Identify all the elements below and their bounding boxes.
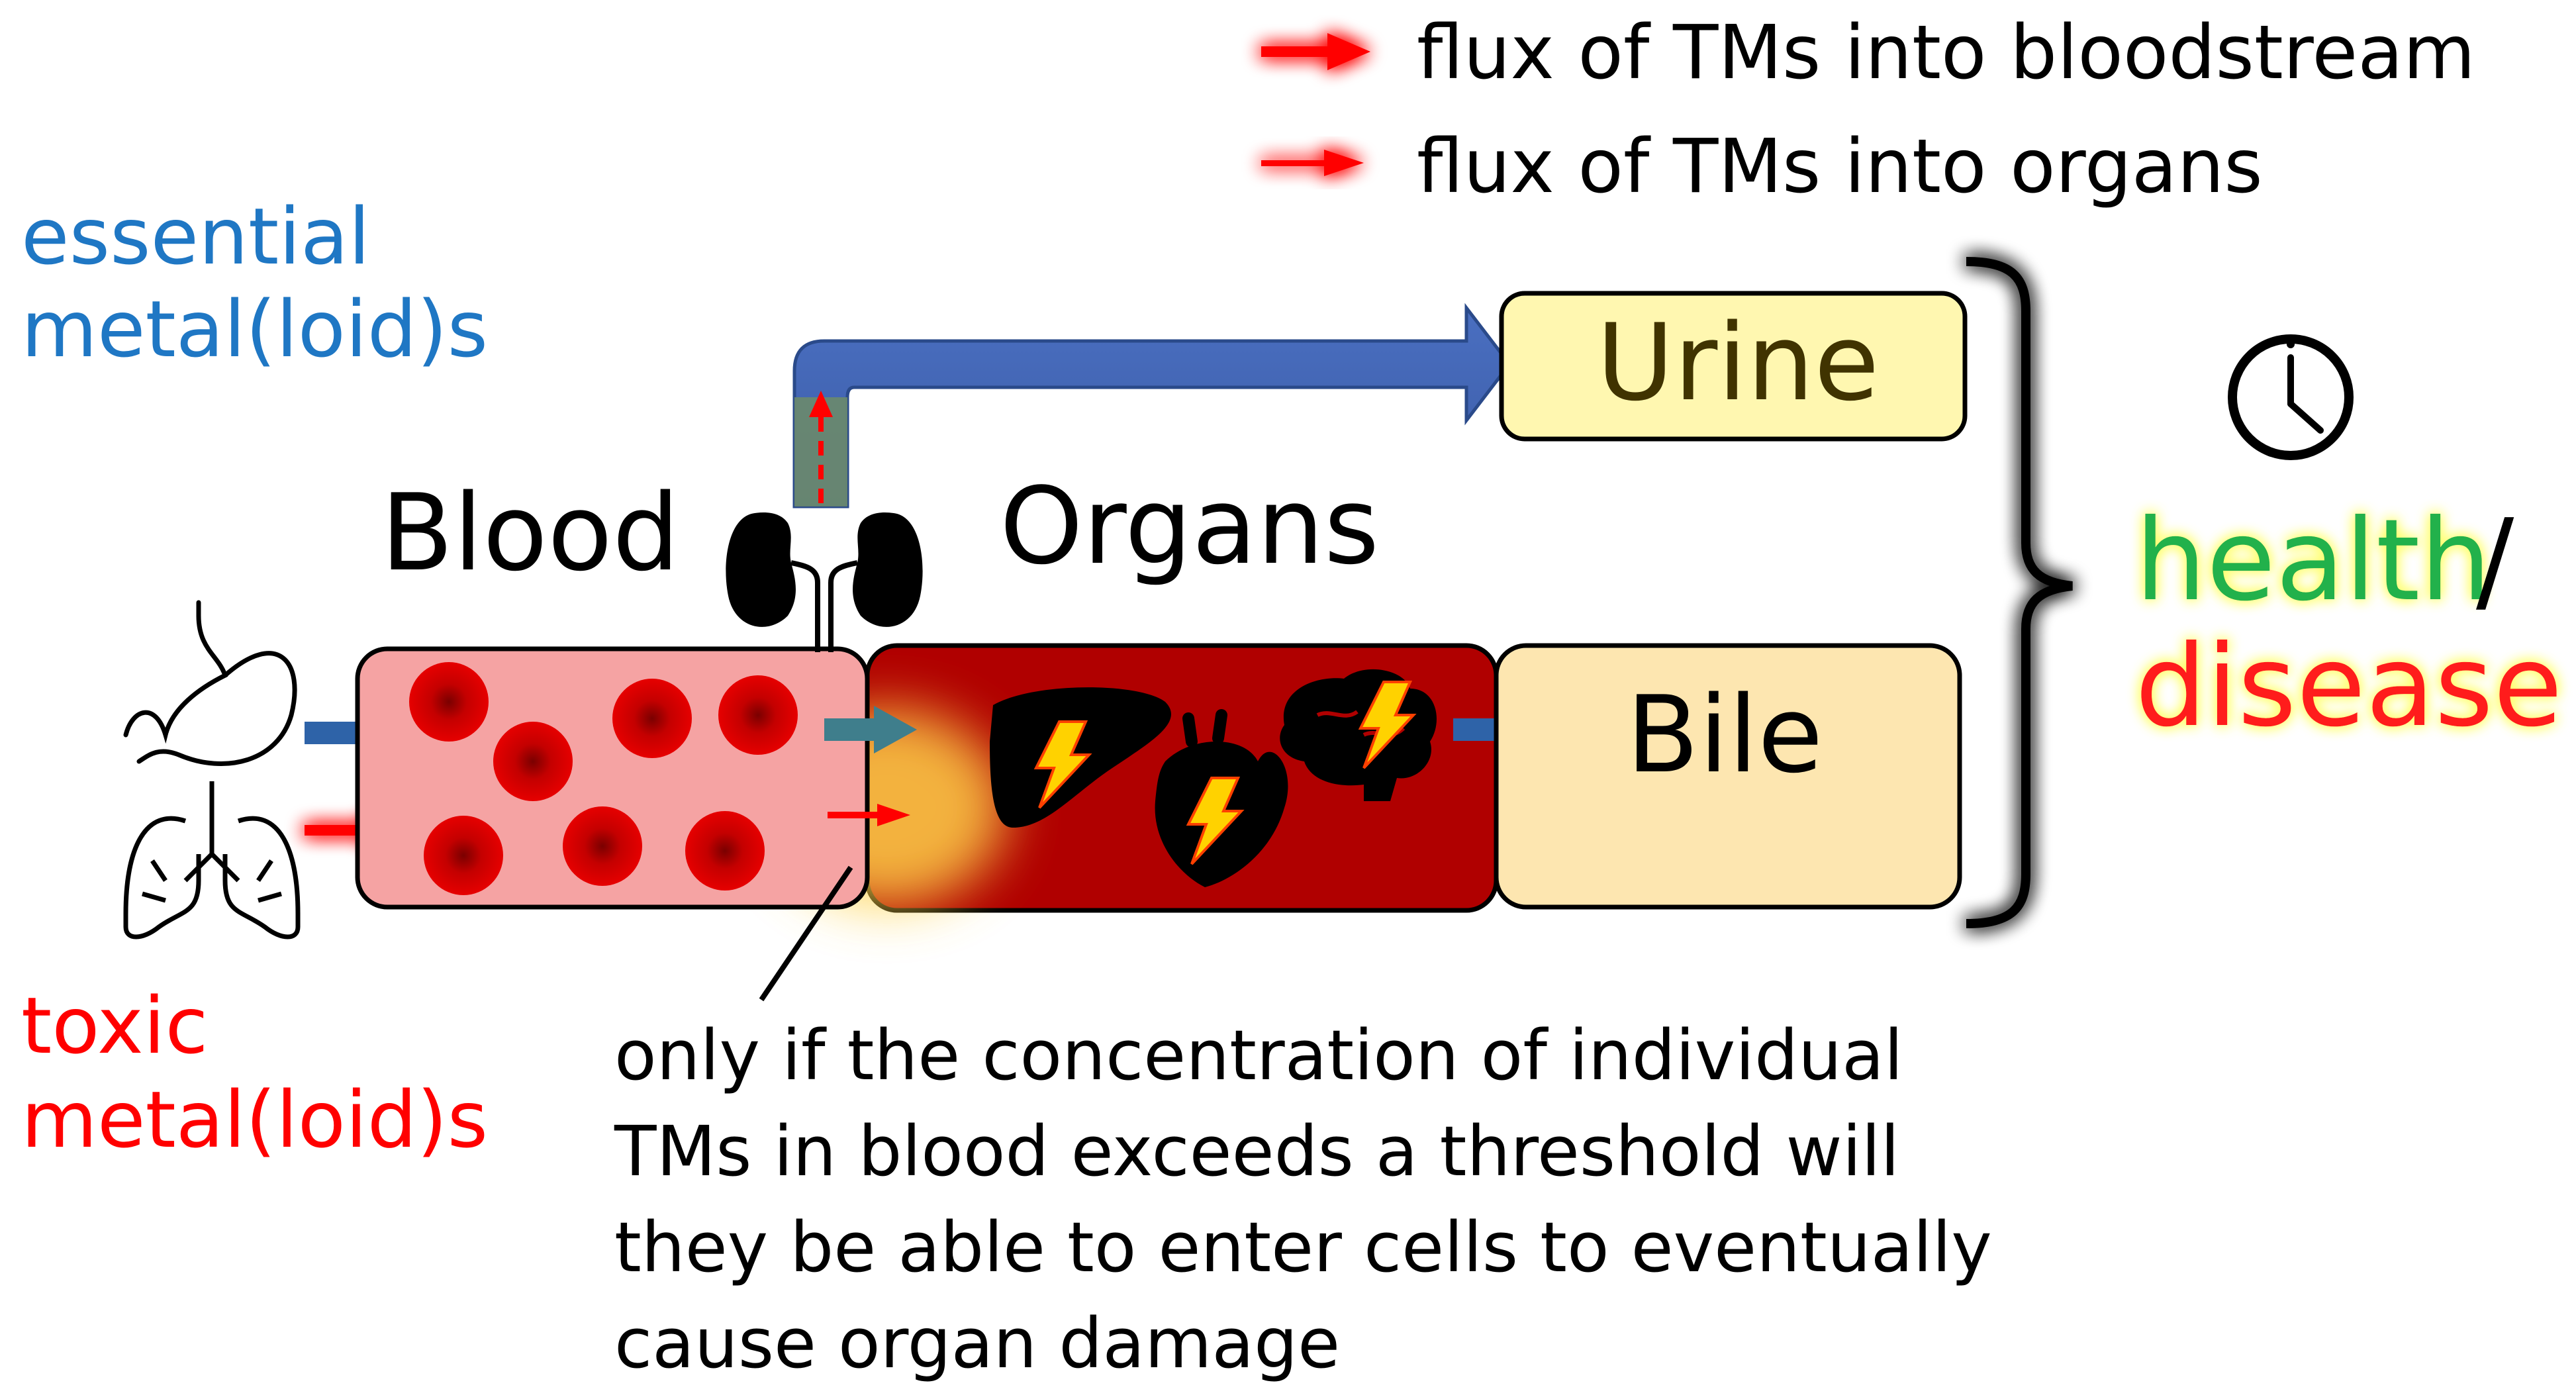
note-line4: cause organ damage [614,1303,1340,1384]
kidneys-icon [726,512,923,652]
urine-toxic-dashed-arrow [809,391,833,503]
disease-label: disease [2135,621,2563,752]
legend: flux of TMs into bloodstream flux of TMs… [1261,10,2475,210]
lightning-icon [1358,681,1417,769]
toxic-label-line1: toxic [21,980,208,1071]
red-blood-cell-icon [563,806,642,886]
urine-box [1499,291,1968,442]
red-blood-cell-icon [718,675,798,755]
blood-to-organs-toxic-arrow [828,804,910,826]
blood-label: Blood [381,471,680,595]
red-blood-cells [409,662,798,895]
essential-label-line1: essential [21,191,370,282]
threshold-note: only if the concentration of individual … [614,1015,1992,1384]
bile-box [1494,643,1962,910]
lightning-icon [1033,720,1092,809]
red-blood-cell-icon [424,816,503,895]
note-line3: they be able to enter cells to eventuall… [614,1207,1992,1288]
urine-label: Urine [1596,301,1879,424]
lightning-icon [1186,777,1245,865]
essential-label-line2: metal(loid)s [21,283,488,375]
lungs-icon [123,781,301,940]
note-line2: TMs in blood exceeds a threshold will [614,1111,1899,1192]
red-blood-cell-icon [493,722,573,801]
health-label: health [2135,495,2491,626]
bile-label: Bile [1626,673,1823,796]
red-blood-cell-icon [685,811,765,891]
note-line1: only if the concentration of individual [614,1015,1903,1096]
toxic-label-line2: metal(loid)s [21,1074,488,1165]
slash-label: / [2476,495,2514,626]
blood-to-organs-essential-arrow [824,706,917,753]
threshold-pointer-line [759,865,853,1002]
organs-label: Organs [1000,464,1379,588]
legend-bloodstream-arrow [1261,33,1370,70]
clock-icon [2228,334,2354,460]
red-blood-cell-icon [612,679,692,758]
red-blood-cell-icon [409,662,489,742]
legend-bloodstream-label: flux of TMs into bloodstream [1417,10,2475,96]
legend-organs-arrow [1261,150,1364,176]
stomach-icon [123,600,297,766]
outcome-bracket [1966,257,2073,928]
legend-organs-label: flux of TMs into organs [1417,124,2263,210]
